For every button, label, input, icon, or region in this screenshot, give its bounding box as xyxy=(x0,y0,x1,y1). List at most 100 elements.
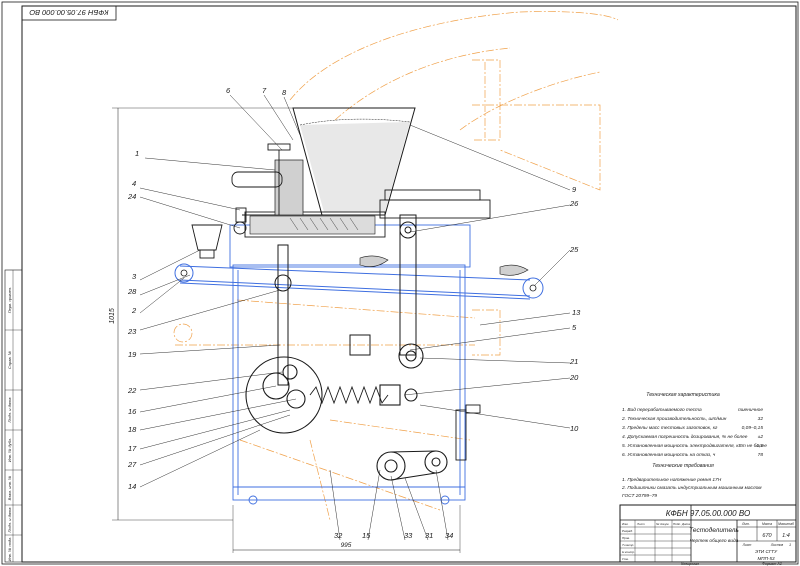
spec-row-value: 78 xyxy=(758,452,764,458)
title-row-label: Лист xyxy=(636,522,645,526)
return-spring xyxy=(309,385,389,405)
requirement-row: 1. Предварительное натяжение ремня 17Н xyxy=(622,477,722,483)
callout: 10 xyxy=(570,424,579,433)
drive-roller xyxy=(529,284,537,292)
requirement-row: ГОСТ 20799–79 xyxy=(622,493,657,499)
title-row-label: Н.контр. xyxy=(622,550,635,554)
callout: 28 xyxy=(127,287,137,296)
mirrored-code-stamp: КФБН 97.05.00.000 ВО xyxy=(21,5,117,21)
callout: 3 xyxy=(132,272,137,281)
side-stamp-label: Справ. № xyxy=(7,350,12,369)
callout: 5 xyxy=(572,323,577,332)
institution-line: ЭТИ СГТУ xyxy=(755,549,778,554)
title-header: Лит. xyxy=(741,522,750,526)
callout: 26 xyxy=(569,199,579,208)
callout: 22 xyxy=(127,386,137,395)
title-header: Масштаб xyxy=(778,522,794,526)
title-row-label: Разраб. xyxy=(622,529,633,533)
sheets-count: 1 xyxy=(789,543,791,547)
phantom-raised-position xyxy=(173,11,619,521)
technical-characteristics: Техническая характеристика 1. Вид перера… xyxy=(621,392,767,458)
dough-piece xyxy=(359,255,389,267)
title-header: Лист xyxy=(742,543,752,547)
callout: 27 xyxy=(127,460,137,469)
connecting-rods xyxy=(274,214,417,386)
technical-requirements: Технические требования 1. Предварительно… xyxy=(621,463,762,499)
leader-lines xyxy=(139,94,571,541)
title-row-label: № докум. xyxy=(656,522,669,526)
callout: 6 xyxy=(226,86,231,95)
dough-piece xyxy=(499,264,529,276)
mass-value: 670 xyxy=(762,533,772,539)
callout: 19 xyxy=(128,350,137,359)
side-stamp: Перв. примен. Справ. № Подп. и дата Инв.… xyxy=(4,269,23,563)
crank-mechanism xyxy=(245,343,424,434)
spec-row-text: 3. Пределы масс тестовых заготовок, кг xyxy=(622,425,718,431)
section-hatching xyxy=(289,217,359,231)
side-stamp-label: Подп. и дата xyxy=(7,397,12,423)
requirements-heading: Технические требования xyxy=(652,463,714,469)
width-dimension-value: 995 xyxy=(341,542,352,549)
spec-row-value: 0,09–0,15 xyxy=(742,425,764,431)
specs-heading: Техническая характеристика xyxy=(646,392,720,398)
tension-roller xyxy=(180,269,188,277)
callout: 8 xyxy=(282,88,287,97)
spec-row-value: пшеничное xyxy=(738,408,763,413)
title-block-row-labels: Изм. Лист № докум. Подп. Дата Разраб. Пр… xyxy=(622,522,690,561)
callout: 34 xyxy=(445,531,453,540)
drive-pulleys xyxy=(376,450,448,481)
title-row-label: Дата xyxy=(681,522,690,526)
callout-labels: 6 7 8 1 4 24 3 28 2 23 19 22 16 18 17 27… xyxy=(127,86,581,540)
callout: 21 xyxy=(569,357,578,366)
callout: 31 xyxy=(425,531,433,540)
side-stamp-label: Инв. № подл. xyxy=(7,537,12,562)
callout: 17 xyxy=(128,444,137,453)
flour-duster xyxy=(191,224,223,259)
title-row-label: Утв. xyxy=(622,557,629,561)
callout: 18 xyxy=(128,425,137,434)
callout: 20 xyxy=(569,373,579,382)
callout: 9 xyxy=(572,185,577,194)
callout: 23 xyxy=(127,327,137,336)
conveyor-belt xyxy=(174,263,544,300)
callout: 14 xyxy=(128,482,136,491)
callout: 32 xyxy=(334,531,343,540)
pressure-screw xyxy=(231,143,291,235)
footer-copied: Копировал xyxy=(681,562,699,566)
callout: 13 xyxy=(572,308,581,317)
spec-row-text: 4. Допускаемая погрешность дозирования, … xyxy=(622,434,748,440)
drawing-title: Тестоделитель xyxy=(689,526,739,534)
title-row-label: Изм. xyxy=(622,522,629,526)
dimension-height: 1015 xyxy=(109,107,293,521)
callout: 7 xyxy=(262,86,267,95)
callout: 1 xyxy=(135,149,139,158)
callout: 2 xyxy=(131,306,137,315)
title-row-label: Пров. xyxy=(622,536,630,540)
title-header: Листов xyxy=(770,543,784,547)
callout: 4 xyxy=(132,179,136,188)
scale-value: 1:4 xyxy=(782,533,790,539)
callout: 15 xyxy=(362,531,371,540)
spec-row-value: ±2 xyxy=(758,434,764,440)
mirrored-code-text: КФБН 97.05.00.000 ВО xyxy=(29,8,108,17)
side-stamp-label: Взам. инв. № xyxy=(7,475,12,500)
spec-row-value: 32 xyxy=(758,416,764,422)
drawing-code: КФБН 97.05.00.000 ВО xyxy=(666,509,750,518)
side-stamp-label: Перв. примен. xyxy=(7,287,12,314)
institution-line: МПП-53 xyxy=(757,556,775,561)
callout: 16 xyxy=(128,407,137,416)
drawing-subtitle: Чертеж общего вида xyxy=(690,538,739,544)
machine-frame xyxy=(229,224,471,505)
spec-row-value: 1,1 xyxy=(756,443,763,449)
spec-row-text: 2. Техническая производительность, шт/ми… xyxy=(621,416,727,422)
title-block xyxy=(619,504,797,563)
spec-row-text: 1. Вид перерабатываемого теста xyxy=(622,407,702,413)
measuring-chamber xyxy=(249,159,376,235)
dimension-width: 995 xyxy=(232,505,461,553)
height-dimension-value: 1015 xyxy=(109,308,116,324)
callout: 33 xyxy=(404,531,413,540)
title-row-label: Т.контр. xyxy=(622,543,634,547)
spec-row-text: 5. Установленная мощность электродвигате… xyxy=(622,443,767,449)
